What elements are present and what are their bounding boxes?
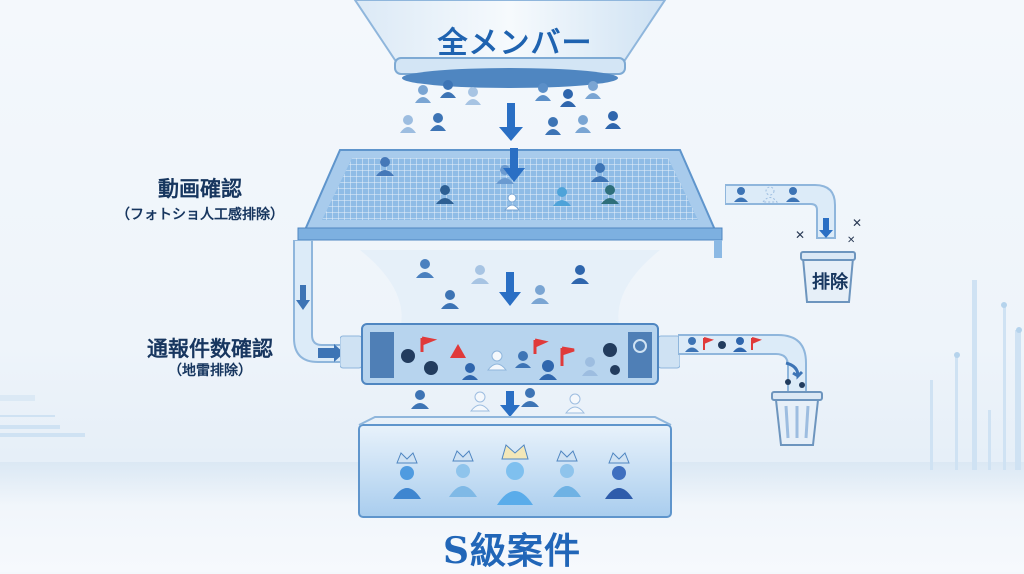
flagged-person-icon [539,360,557,380]
stage2-reject-pipe [678,334,823,446]
stage1-subtitle: （フォトショ人工感排除） [116,207,284,223]
arrow-down-icon [296,285,310,310]
virus-icon [401,343,620,375]
decorative-lines [0,395,85,437]
stage1-reject-pipe [725,184,856,303]
crown-person-1 [393,452,421,499]
arrow-down-icon [499,272,521,306]
arrow-down-icon [819,218,833,238]
crown-person-2 [449,450,477,497]
stage2-scanner [340,323,680,385]
funnel-body [360,250,660,330]
reject-bin-label: 排除 [812,272,848,293]
x-mark-icon: ✕ [847,235,856,246]
x-mark-icon: ✕ [795,228,806,242]
red-flag-icon [560,346,575,366]
arrow-down-icon [503,148,525,182]
warning-triangle-icon [450,344,466,358]
stage2-subtitle: （地雷排除） [168,363,252,379]
left-pipe [293,240,348,363]
red-flag-icon [533,338,549,354]
result-box [358,416,672,518]
top-hopper [353,0,667,88]
red-flag-icon [420,336,438,352]
people-falling-top [400,80,621,141]
people-between [411,388,586,417]
result-label: S級案件 [443,530,581,572]
arrow-down-icon [500,391,520,417]
stage1-title: 動画確認 [158,177,242,201]
crown-person-3 [497,444,533,505]
crown-person-5 [605,452,633,499]
decorative-bars [930,280,1022,470]
arrow-right-icon [318,344,344,362]
top-label: 全メンバー [437,26,593,61]
arrow-down-icon [499,103,523,141]
stage1-sieve [297,148,723,258]
crown-person-4 [553,450,581,497]
stage2-title: 通報件数確認 [147,337,273,361]
x-mark-icon: ✕ [852,216,863,230]
